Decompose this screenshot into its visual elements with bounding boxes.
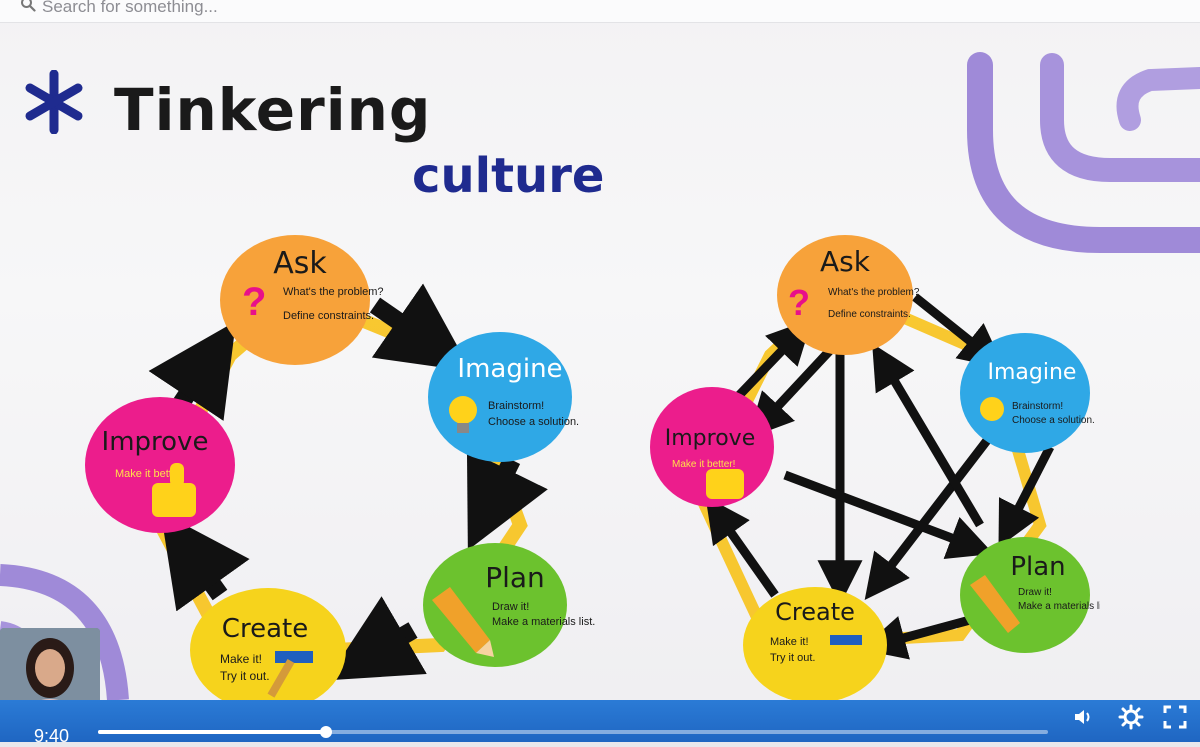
progress-track[interactable] — [98, 726, 1048, 738]
create-bullet-2: Try it out. — [220, 669, 270, 683]
pencil-icon — [970, 575, 1020, 633]
hammer-icon — [267, 651, 313, 698]
plan-node: Plan Draw it! Make a materials list. — [423, 543, 595, 667]
current-time: 9:40 — [34, 726, 70, 746]
svg-text:What's the problem?: What's the problem? — [828, 287, 920, 298]
svg-text:Ask: Ask — [820, 245, 871, 278]
ask-bullet-1: What's the problem? — [283, 286, 384, 298]
thumbs-up-icon — [706, 469, 744, 499]
ask-title: Ask — [273, 246, 327, 281]
volume-icon[interactable] — [1068, 702, 1098, 732]
engineering-cycle-left: Ask ? What's the problem? Define constra… — [85, 235, 595, 710]
title-tinkering: Tinkering — [114, 76, 432, 144]
create-node-right: Create Make it! Try it out. — [743, 587, 887, 703]
svg-text:Define constraints.: Define constraints. — [828, 309, 911, 320]
fullscreen-icon[interactable] — [1160, 702, 1190, 732]
imagine-bullet-1: Brainstorm! — [488, 400, 544, 412]
imagine-title: Imagine — [457, 354, 562, 384]
create-node: Create Make it! Try it out. — [190, 588, 346, 710]
decorative-arcs-top-right — [967, 52, 1200, 253]
ask-node: Ask ? What's the problem? Define constra… — [220, 235, 384, 365]
improve-bullet-1: Make it better! — [115, 468, 185, 480]
arrow-create-improve — [160, 511, 250, 612]
arrow-improve-ask — [148, 321, 236, 421]
create-bullet-1: Make it! — [220, 652, 262, 666]
search-bar[interactable] — [0, 0, 1200, 23]
plan-bullet-1: Draw it! — [492, 601, 529, 613]
ask-bullet-2: Define constraints. — [283, 310, 374, 322]
engineering-cycle-right: Ask ? What's the problem? Define constra… — [650, 235, 1100, 703]
settings-icon[interactable] — [1116, 702, 1146, 732]
hammer-icon — [830, 635, 862, 645]
asterisk-icon — [25, 70, 83, 134]
title-culture: culture — [412, 148, 605, 204]
svg-text:Brainstorm!: Brainstorm! — [1012, 401, 1063, 412]
svg-text:Try it out.: Try it out. — [770, 652, 815, 664]
video-control-bar: 9:40 — [0, 700, 1200, 746]
improve-node: Improve Make it better! — [85, 397, 235, 533]
improve-node-right: Improve Make it better! — [650, 387, 774, 507]
svg-text:Make it better!: Make it better! — [672, 459, 735, 470]
imagine-node-right: Imagine Brainstorm! Choose a solution. — [960, 333, 1095, 453]
svg-text:Plan: Plan — [1010, 552, 1065, 582]
svg-text:Choose a solution.: Choose a solution. — [1012, 415, 1095, 426]
svg-text:Create: Create — [775, 598, 855, 626]
create-title: Create — [222, 614, 308, 644]
imagine-node: Imagine Brainstorm! Choose a solution. — [428, 332, 579, 462]
search-input[interactable] — [40, 0, 424, 20]
svg-text:Make it!: Make it! — [770, 636, 809, 648]
arrow-plan-create — [326, 596, 427, 681]
progress-handle[interactable] — [320, 726, 332, 738]
pencil-icon — [432, 587, 494, 657]
question-mark-icon: ? — [788, 282, 810, 323]
lightbulb-icon — [980, 397, 1004, 421]
plan-title: Plan — [485, 561, 545, 594]
question-mark-icon: ? — [242, 280, 266, 324]
lightbulb-icon — [449, 396, 477, 433]
progress-fill — [98, 730, 326, 734]
thumbs-up-icon — [152, 463, 196, 517]
svg-text:Draw it!: Draw it! — [1018, 587, 1052, 598]
arrow-imagine-plan — [466, 449, 548, 551]
plan-bullet-2: Make a materials list. — [492, 616, 595, 628]
svg-text:Improve: Improve — [665, 426, 755, 451]
svg-text:Make a materials list.: Make a materials list. — [1018, 601, 1100, 612]
improve-title: Improve — [102, 427, 209, 457]
arrow-ask-imagine — [369, 283, 472, 372]
imagine-bullet-2: Choose a solution. — [488, 416, 579, 428]
search-icon — [21, 0, 36, 12]
ask-node-right: Ask ? What's the problem? Define constra… — [777, 235, 920, 355]
svg-text:Imagine: Imagine — [988, 360, 1077, 385]
plan-node-right: Plan Draw it! Make a materials list. — [960, 537, 1100, 653]
